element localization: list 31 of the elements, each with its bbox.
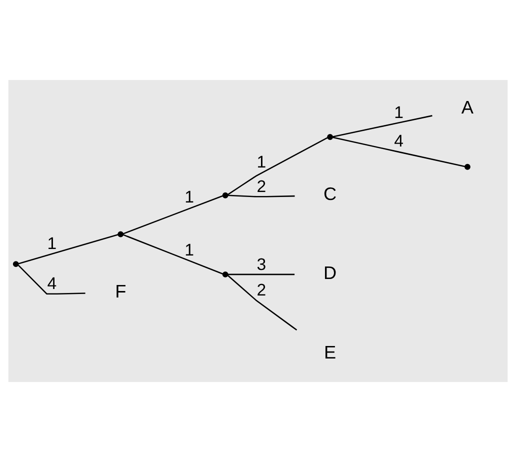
edge-label: 1 — [394, 102, 404, 122]
node-point — [12, 260, 19, 267]
node-text: F — [115, 280, 126, 301]
node-text: E — [324, 342, 336, 362]
node-point — [464, 163, 470, 170]
node-text: C — [324, 184, 337, 204]
connector — [227, 274, 298, 330]
connector — [122, 194, 224, 234]
edge-label: 4 — [47, 274, 57, 293]
connector — [332, 136, 465, 167]
edge-label: 2 — [256, 280, 266, 300]
edge-label: 1 — [184, 186, 194, 206]
node-point — [222, 192, 228, 198]
node-point — [118, 230, 124, 237]
node-text: D — [324, 262, 337, 283]
edge-label: 1 — [47, 234, 57, 253]
connector — [18, 264, 86, 294]
node-point — [222, 270, 228, 277]
connector — [122, 234, 224, 274]
node-point — [327, 134, 334, 140]
edge-label: 4 — [394, 131, 404, 150]
connector — [332, 114, 432, 137]
edge-label: 1 — [184, 240, 194, 259]
connector — [228, 136, 328, 195]
connector — [228, 194, 295, 197]
node-text: A — [461, 96, 474, 117]
connector — [228, 273, 295, 275]
edge-label: 2 — [256, 176, 266, 196]
edge-label: 1 — [256, 152, 266, 171]
edge-label: 3 — [256, 254, 266, 274]
connector — [18, 234, 118, 264]
